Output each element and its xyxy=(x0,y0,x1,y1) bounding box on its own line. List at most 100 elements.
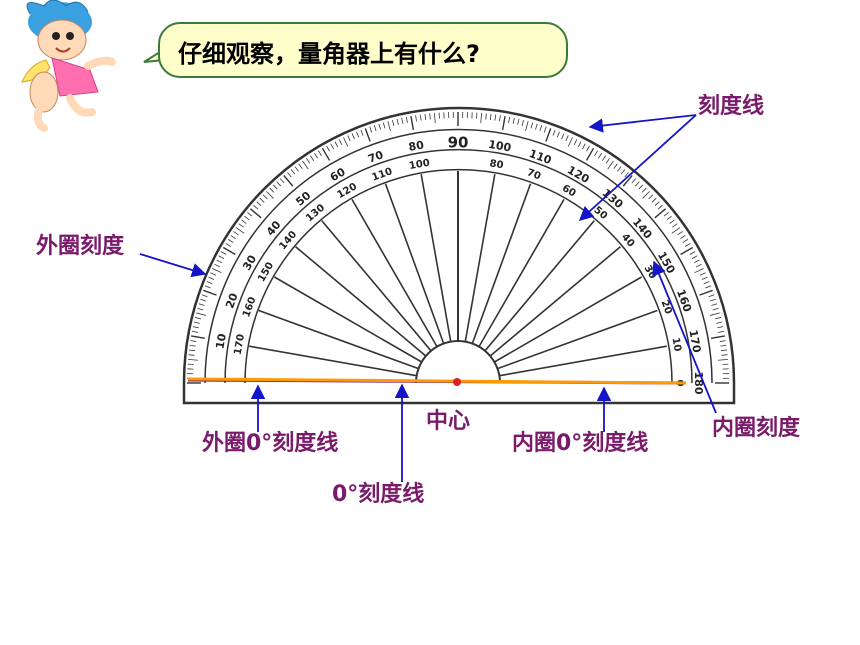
tick-mark xyxy=(565,135,569,142)
tick-mark xyxy=(561,133,565,140)
tick-mark xyxy=(622,174,633,187)
tick-mark xyxy=(222,246,236,256)
tick-mark xyxy=(485,113,487,120)
tick-mark xyxy=(338,139,343,145)
tick-mark xyxy=(410,115,415,131)
outer-scale-number: 20 xyxy=(223,291,241,310)
tick-mark xyxy=(429,113,431,120)
tick-mark xyxy=(364,128,371,142)
tick-mark xyxy=(373,125,377,132)
tick-mark xyxy=(330,143,334,150)
tick-mark xyxy=(682,239,689,243)
tick-mark xyxy=(499,115,501,122)
tick-mark xyxy=(671,227,681,234)
tick-mark xyxy=(210,272,217,276)
tick-mark xyxy=(272,184,278,190)
tick-mark xyxy=(204,285,211,289)
tick-mark xyxy=(539,125,543,132)
label-inner-scale: 内圈刻度 xyxy=(712,416,801,441)
tick-mark xyxy=(334,141,339,148)
tick-mark xyxy=(306,158,311,164)
tick-mark xyxy=(424,113,427,121)
degree-spokes xyxy=(249,171,667,377)
degree-spoke xyxy=(258,309,419,370)
tick-mark xyxy=(227,239,234,243)
tick-mark xyxy=(266,191,274,199)
tick-mark xyxy=(279,178,285,184)
tick-mark xyxy=(290,169,296,175)
tick-mark xyxy=(235,227,245,234)
inner-scale-number: 10 xyxy=(670,337,683,353)
tick-mark xyxy=(230,235,236,240)
tick-mark xyxy=(672,223,678,228)
tick-mark xyxy=(351,133,355,140)
tick-mark xyxy=(651,197,657,203)
tick-mark xyxy=(415,115,417,122)
tick-mark xyxy=(212,268,222,274)
tick-mark xyxy=(201,294,208,298)
label-inner-zero-line: 内圈0°刻度线 xyxy=(512,431,649,456)
tick-mark xyxy=(238,223,244,228)
tick-mark xyxy=(269,187,275,193)
outer-scale-number: 90 xyxy=(448,134,469,152)
tick-mark xyxy=(326,145,330,152)
tick-mark xyxy=(318,150,322,157)
tick-mark xyxy=(192,326,199,329)
tick-mark xyxy=(197,307,204,311)
tick-mark xyxy=(701,276,708,280)
tick-mark xyxy=(256,201,262,206)
tick-mark xyxy=(247,212,253,217)
tick-mark xyxy=(276,181,281,187)
tick-mark xyxy=(711,303,718,306)
degree-spoke xyxy=(249,345,417,377)
center-dot xyxy=(453,378,461,386)
inner-scale-number: 100 xyxy=(408,158,431,172)
tick-mark xyxy=(631,178,637,184)
tick-mark xyxy=(718,330,725,333)
label-tick-lines: 刻度线 xyxy=(698,94,765,119)
tick-mark xyxy=(188,349,196,352)
tick-mark xyxy=(480,112,483,124)
tick-mark xyxy=(196,312,206,316)
tick-mark xyxy=(191,330,198,333)
tick-mark xyxy=(708,294,715,298)
tick-mark xyxy=(347,135,351,142)
tick-mark xyxy=(720,344,727,347)
outer-scale-number: 170 xyxy=(686,329,703,354)
tick-mark xyxy=(699,289,713,296)
tick-mark xyxy=(190,340,197,342)
tick-mark xyxy=(719,340,726,342)
tick-mark xyxy=(298,163,303,169)
tick-mark xyxy=(259,197,265,203)
outer-scale-number: 10 xyxy=(213,332,229,350)
degree-spoke xyxy=(321,220,432,352)
tick-mark xyxy=(525,121,529,131)
tick-mark xyxy=(648,194,654,200)
tick-mark xyxy=(501,115,506,131)
tick-mark xyxy=(598,152,602,159)
tick-mark xyxy=(198,303,205,306)
inner-scale-number: 70 xyxy=(525,167,542,182)
tick-mark xyxy=(716,321,723,324)
degree-spoke xyxy=(478,199,565,348)
tick-mark xyxy=(696,263,702,268)
tick-mark xyxy=(287,172,292,178)
outer-scale-number: 100 xyxy=(487,138,512,155)
tick-mark xyxy=(517,118,520,125)
degree-spoke xyxy=(384,183,445,344)
label-center: 中心 xyxy=(426,409,471,434)
tick-mark xyxy=(530,122,534,129)
tick-mark xyxy=(294,166,299,172)
tick-mark xyxy=(225,243,232,247)
degree-spoke xyxy=(295,246,427,357)
tick-mark xyxy=(489,113,492,121)
tick-mark xyxy=(601,155,606,161)
degree-spoke xyxy=(464,174,496,342)
tick-mark xyxy=(214,263,220,268)
tick-mark xyxy=(717,358,729,361)
tick-mark xyxy=(691,255,698,259)
tick-mark xyxy=(607,160,614,170)
tick-mark xyxy=(703,281,710,285)
outer-scale-number: 70 xyxy=(366,148,385,166)
